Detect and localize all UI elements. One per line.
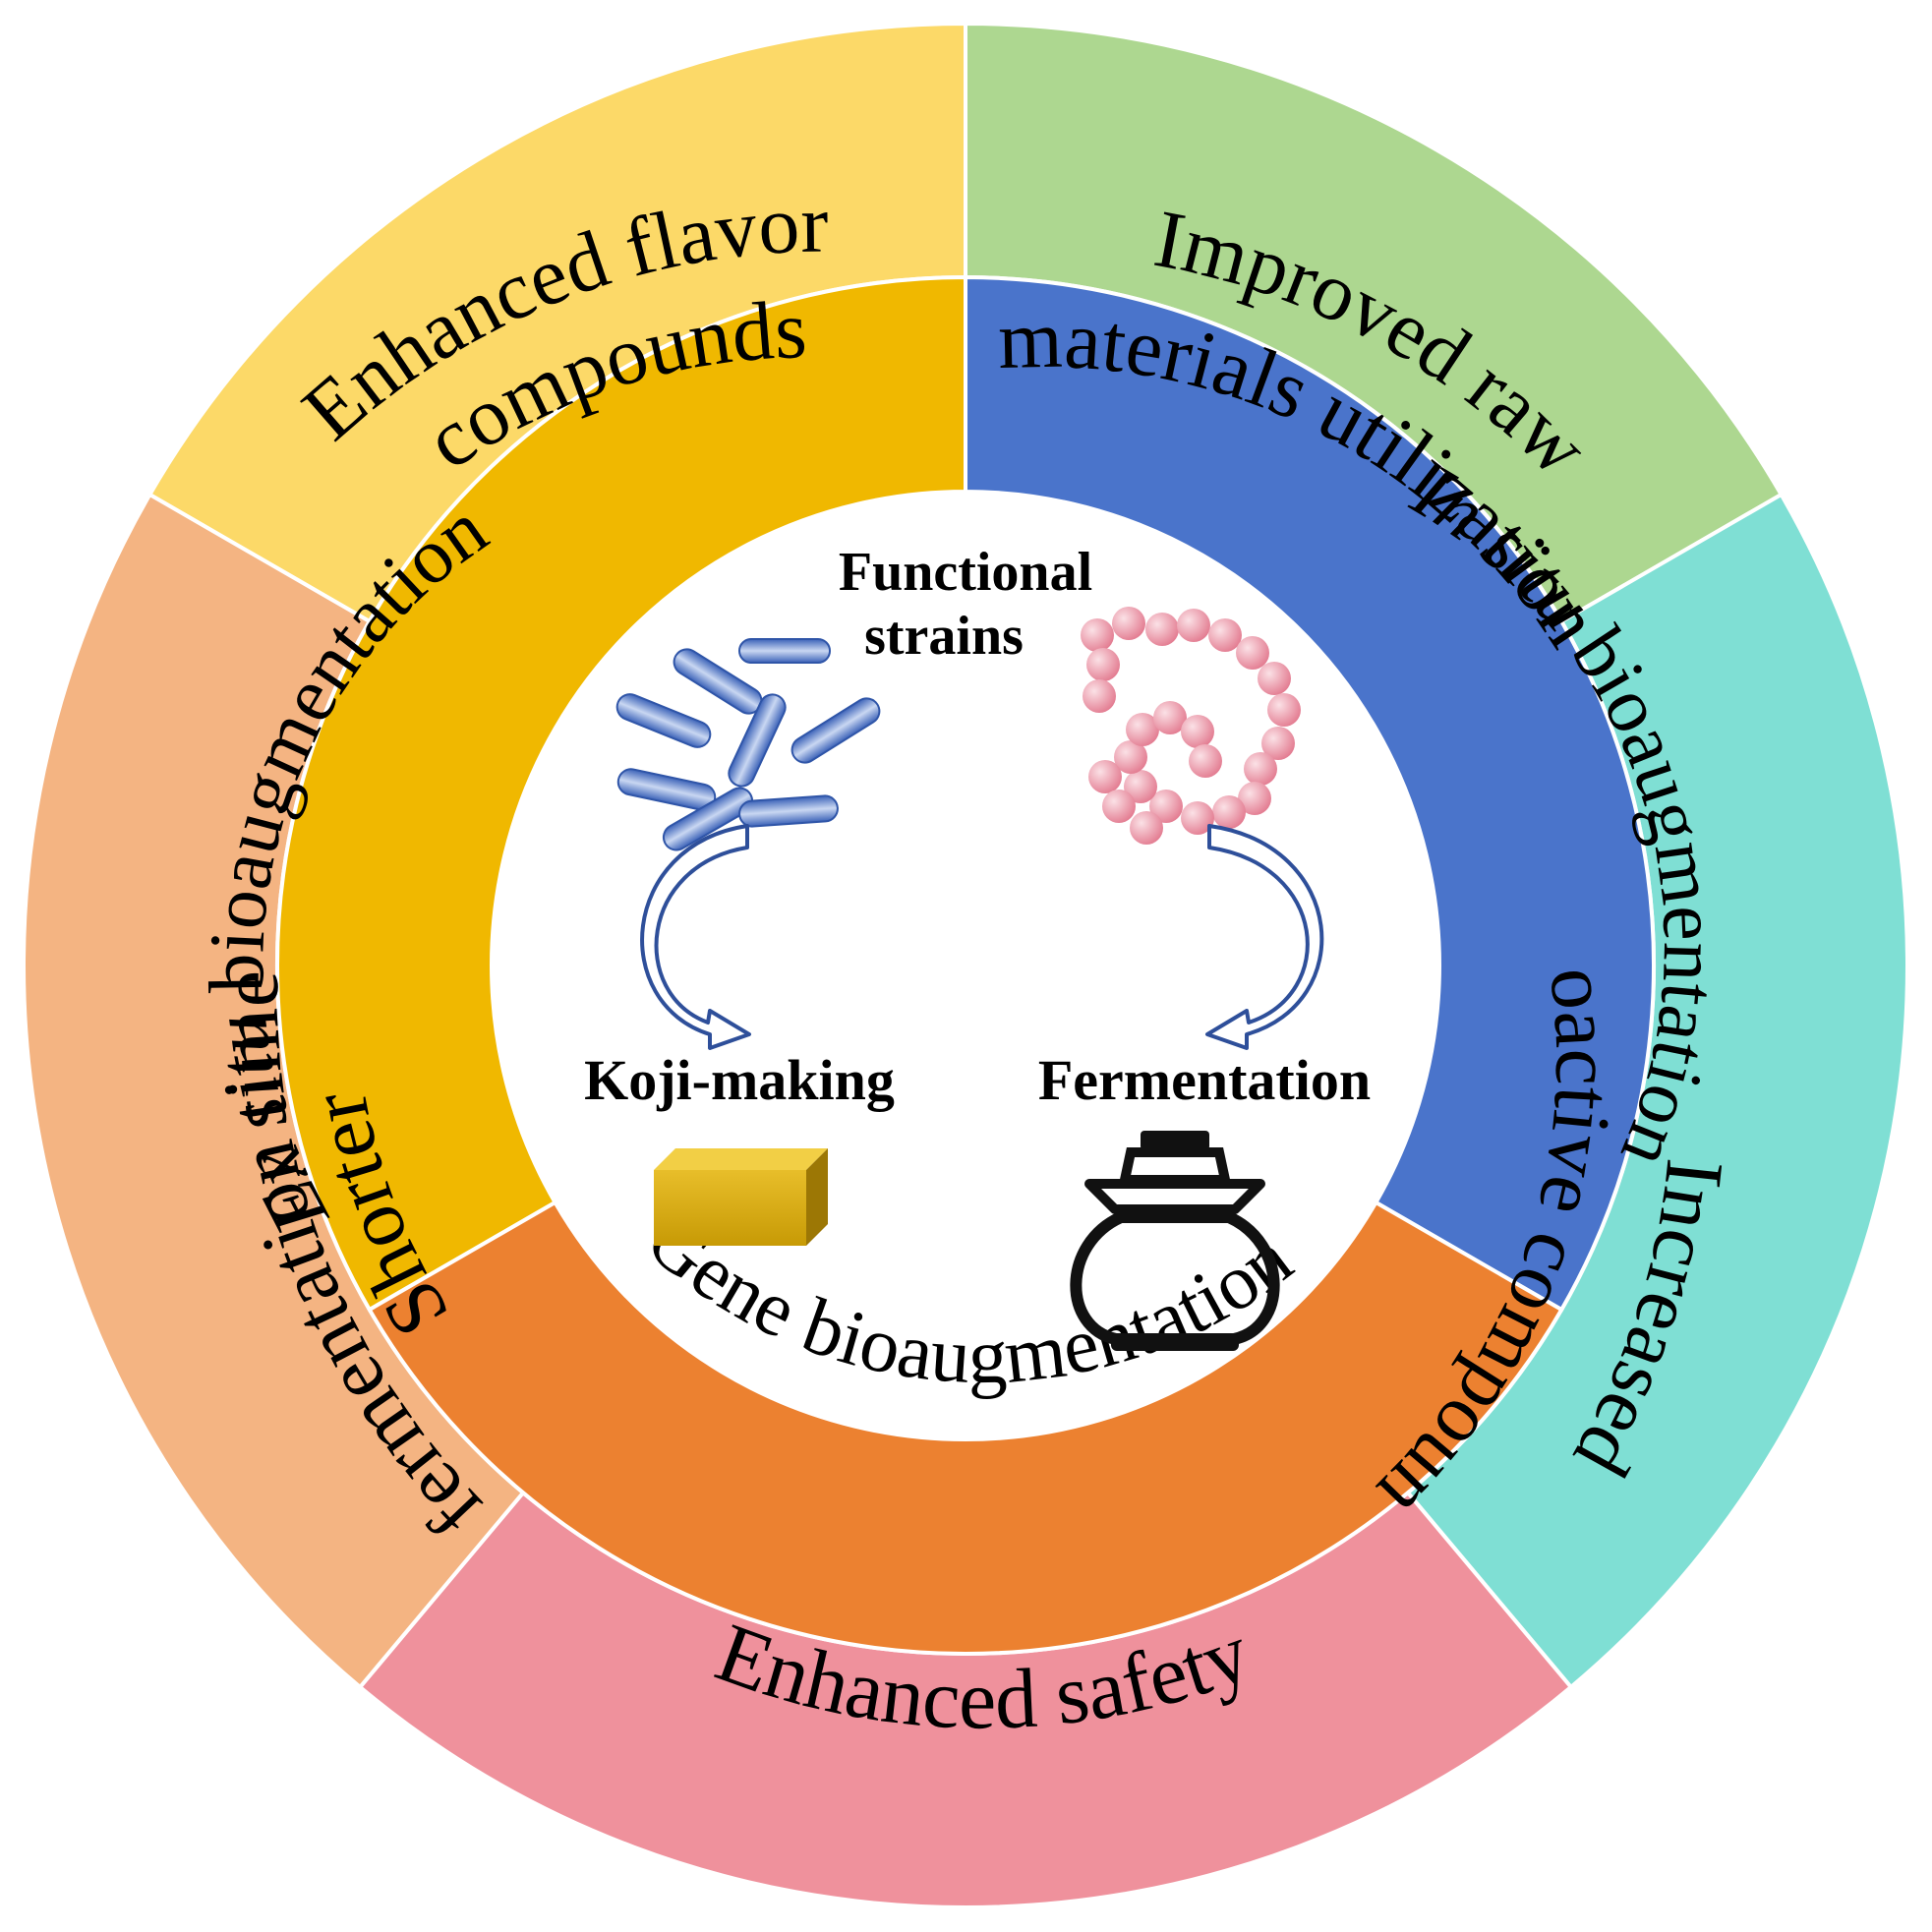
coccus-cell xyxy=(1145,613,1179,646)
coccus-cell xyxy=(1153,701,1187,734)
coccus-chain-icon xyxy=(1081,607,1301,845)
coccus-cell xyxy=(1267,693,1301,727)
coccus-cell xyxy=(1126,713,1159,746)
arrow-to-koji-icon xyxy=(640,824,751,1050)
coccus-cell xyxy=(1208,618,1242,652)
coccus-cell xyxy=(1124,770,1157,803)
coccus-cell xyxy=(1086,648,1120,681)
rod-bacteria-icon xyxy=(615,638,881,851)
coccus-cell xyxy=(1244,752,1277,786)
koji-making-label: Koji-making xyxy=(584,1048,895,1112)
arrow-to-fermentation-icon xyxy=(1205,824,1324,1050)
coccus-cell xyxy=(1189,744,1222,778)
coccus-cell xyxy=(1258,662,1291,695)
coccus-cell xyxy=(1238,782,1271,815)
coccus-cell xyxy=(1102,790,1136,823)
coccus-cell xyxy=(1236,636,1269,670)
coccus-cell xyxy=(1130,811,1163,845)
coccus-cell xyxy=(1081,618,1114,652)
koji-block-icon xyxy=(654,1148,828,1246)
coccus-cell xyxy=(1112,607,1145,640)
coccus-cell xyxy=(1212,795,1246,829)
coccus-cell xyxy=(1261,727,1295,760)
coccus-cell xyxy=(1088,760,1122,793)
fermentation-label: Fermentation xyxy=(1038,1048,1371,1112)
coccus-cell xyxy=(1083,679,1116,713)
coccus-cell xyxy=(1149,790,1183,823)
functional-strains-line2: strains xyxy=(864,606,1024,667)
outer-ring xyxy=(22,21,1909,1909)
functional-strains-line1: Functional xyxy=(839,542,1092,603)
coccus-cell xyxy=(1114,740,1147,774)
coccus-cell xyxy=(1181,715,1214,748)
coccus-cell xyxy=(1177,609,1210,642)
coccus-cell xyxy=(1181,801,1214,835)
fermentation-jar-icon xyxy=(1070,1131,1280,1351)
